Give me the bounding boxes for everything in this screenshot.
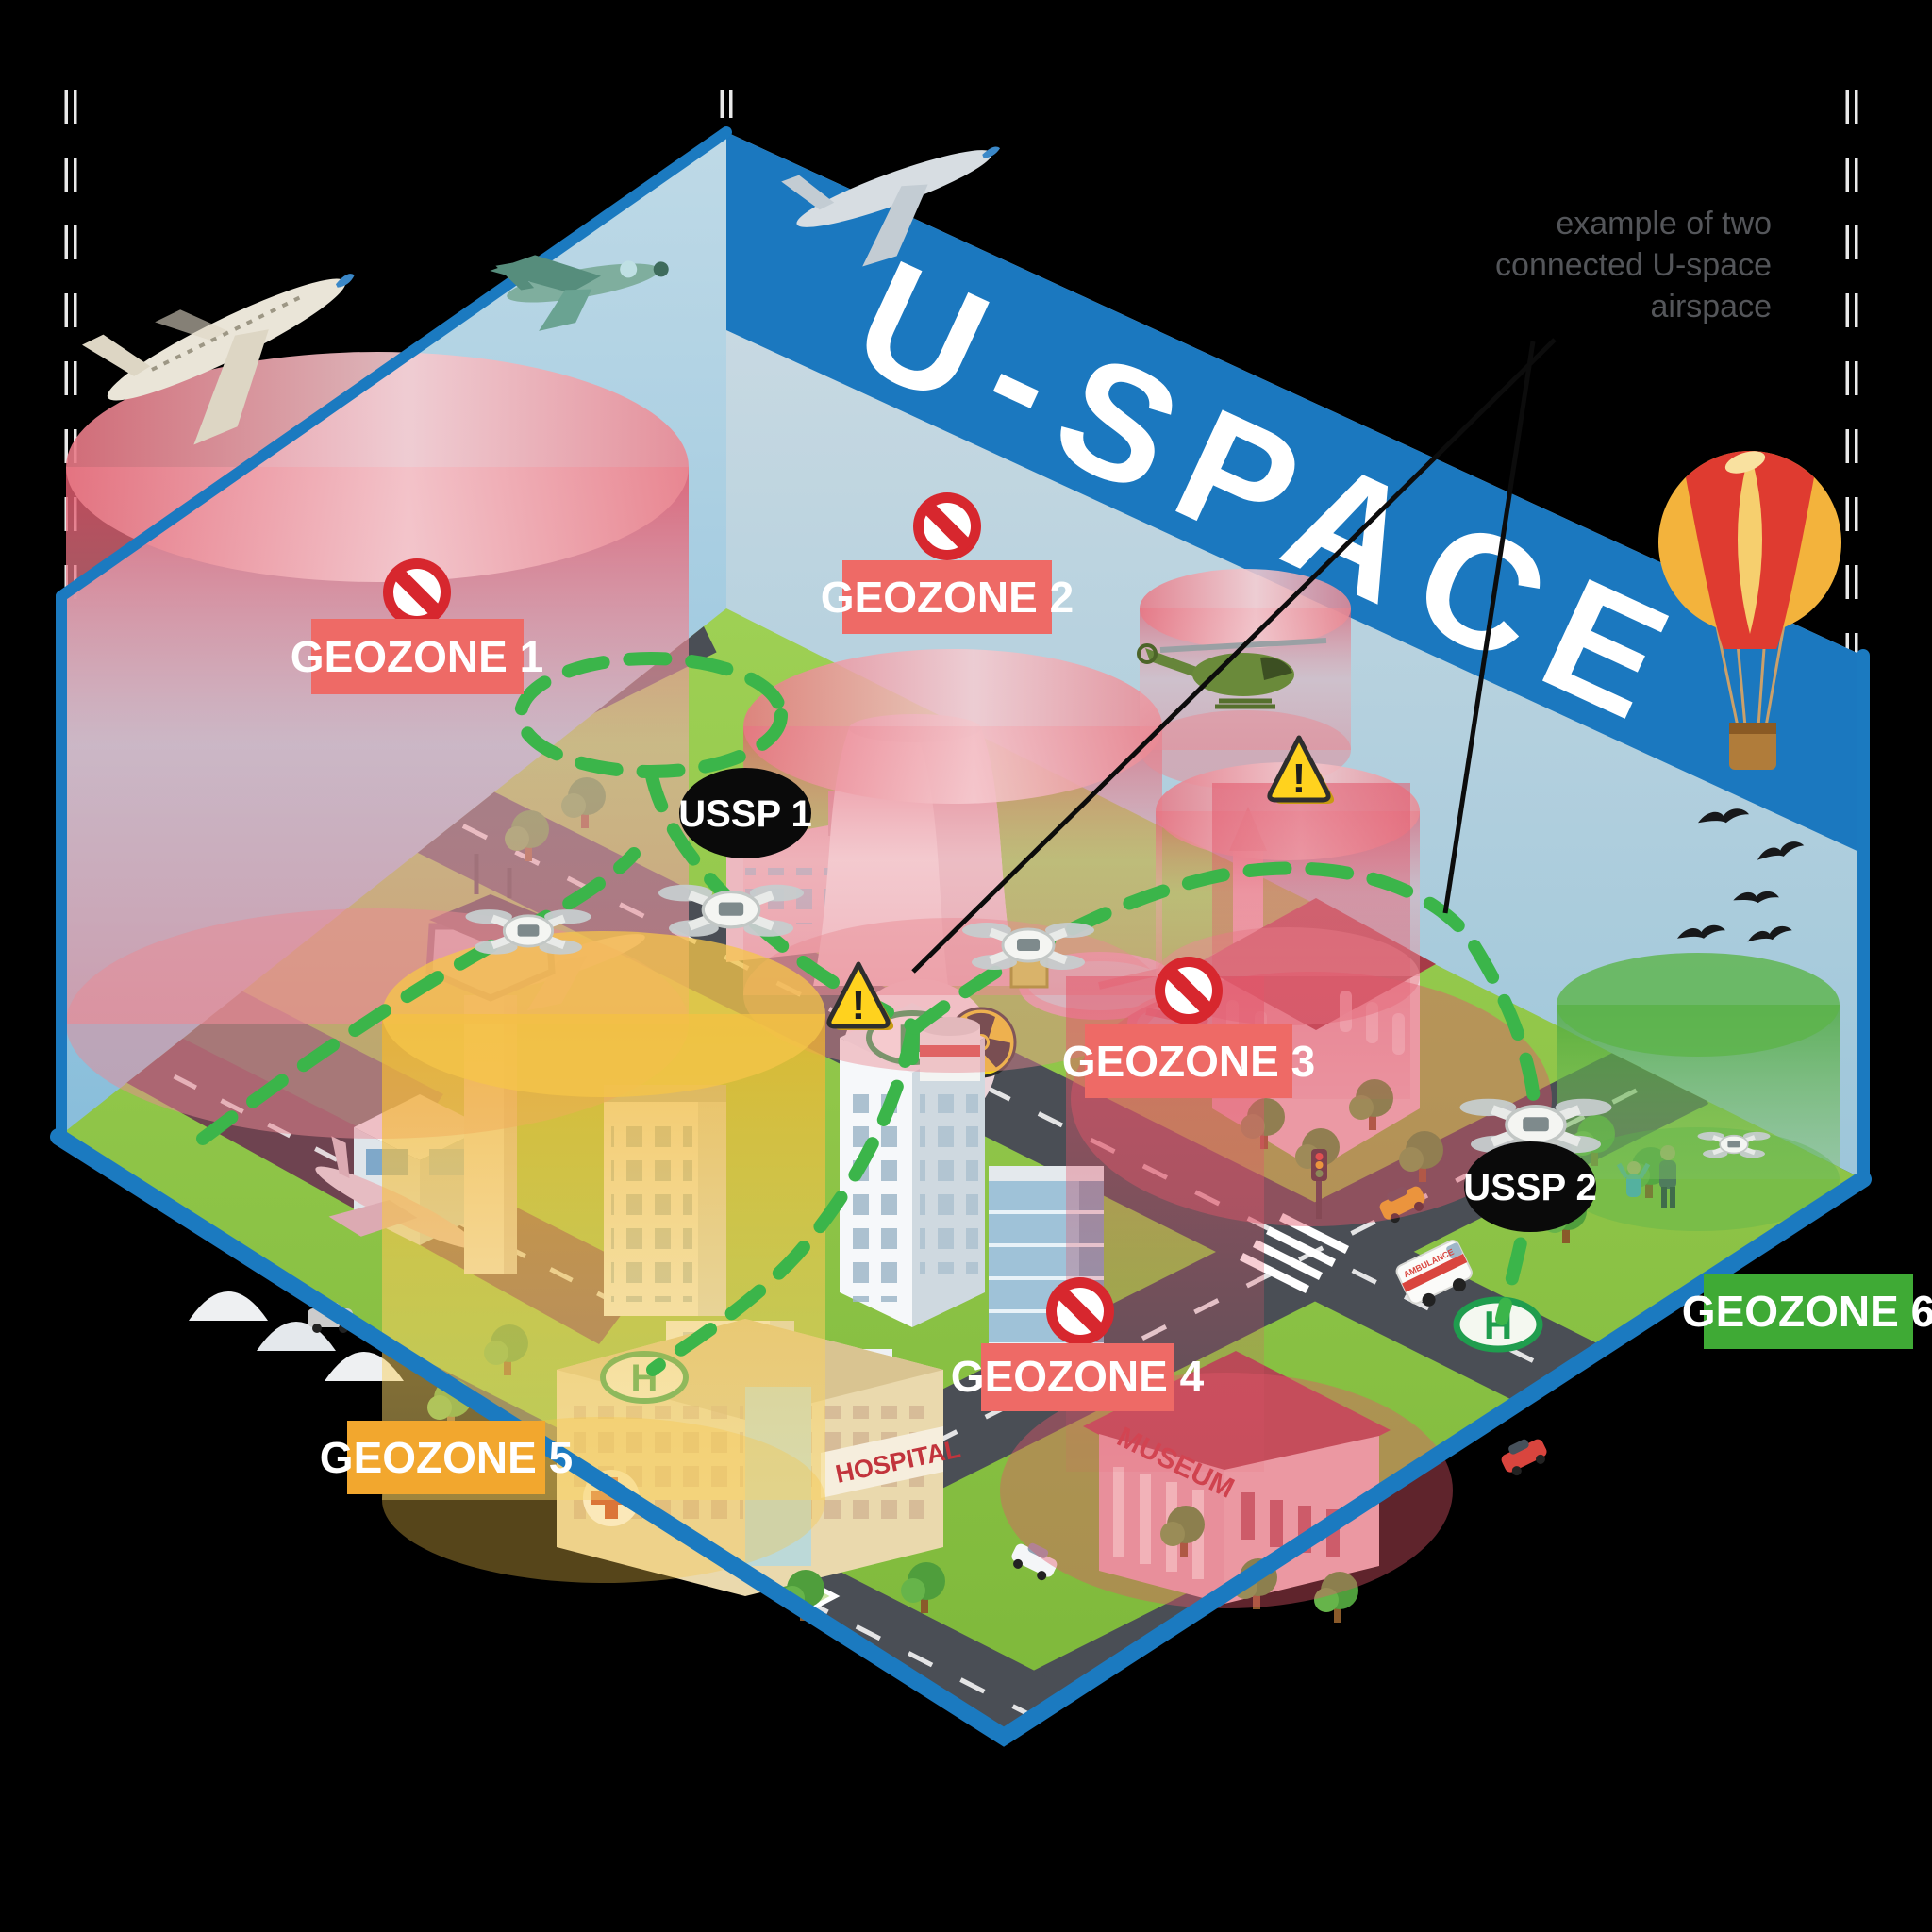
small-plane xyxy=(490,255,669,331)
leader-line-1 xyxy=(911,338,1557,974)
vehicles: AMBULANCE xyxy=(308,1149,1547,1581)
ussp1-badge: USSP 1 xyxy=(678,768,812,858)
traffic-light xyxy=(1311,1149,1327,1219)
leader-lines xyxy=(911,338,1557,974)
geozone2-label: GEOZONE 2 xyxy=(821,492,1074,634)
geozone4-label: GEOZONE 4 xyxy=(951,1277,1205,1411)
svg-text:USSP 2: USSP 2 xyxy=(1463,1167,1597,1208)
geozone6-cylinder xyxy=(1557,953,1840,1231)
no-entry-icon xyxy=(1046,1277,1114,1345)
svg-text:GEOZONE 3: GEOZONE 3 xyxy=(1062,1037,1315,1086)
geozone6-label: GEOZONE 6 xyxy=(1682,1274,1932,1349)
airliner-left xyxy=(81,274,355,445)
aircraft xyxy=(81,146,1001,445)
white-tank xyxy=(920,1017,980,1081)
flight-path-hospital xyxy=(646,1020,920,1376)
svg-text:GEOZONE 2: GEOZONE 2 xyxy=(821,573,1074,622)
annotation-line-1: example of two xyxy=(1556,206,1772,242)
svg-text:GEOZONE 5: GEOZONE 5 xyxy=(320,1433,573,1482)
leader-line-2 xyxy=(1442,341,1536,914)
svg-text:USSP 1: USSP 1 xyxy=(678,793,812,835)
drone-delivery-center xyxy=(962,923,1094,989)
no-entry-icon xyxy=(383,558,451,626)
geozone3-label: GEOZONE 3 xyxy=(1062,957,1315,1098)
geozone1-label: GEOZONE 1 xyxy=(291,558,543,694)
helicopter xyxy=(1137,638,1327,709)
ambulance: AMBULANCE xyxy=(1395,1240,1473,1307)
box-edges xyxy=(50,126,1872,1747)
svg-text:GEOZONE 4: GEOZONE 4 xyxy=(951,1352,1205,1401)
white-car xyxy=(1011,1542,1058,1581)
svg-text:GEOZONE 6: GEOZONE 6 xyxy=(1682,1287,1932,1336)
hot-air-balloon xyxy=(1658,451,1841,770)
geozone-labels: GEOZONE 1 GEOZONE 2 GEOZONE 3 GEOZONE 4 … xyxy=(291,492,1932,1494)
geozone5-label: GEOZONE 5 xyxy=(320,1421,573,1494)
annotation-text: example of two connected U-space airspac… xyxy=(1495,206,1772,325)
taxi-car xyxy=(1379,1186,1425,1224)
ussp2-badge: USSP 2 xyxy=(1463,1141,1597,1232)
no-entry-icon xyxy=(1155,957,1223,1024)
ground-helipad: H xyxy=(1453,1296,1543,1353)
no-entry-icon xyxy=(913,492,981,560)
annotation-line-2: connected U-space xyxy=(1495,247,1772,283)
red-car xyxy=(1501,1439,1547,1476)
annotation-line-3: airspace xyxy=(1650,289,1772,325)
ussp-badges: USSP 1 USSP 2 xyxy=(678,768,1597,1232)
banner xyxy=(726,132,1863,854)
svg-text:GEOZONE 1: GEOZONE 1 xyxy=(291,632,543,681)
airliner-top xyxy=(781,146,1001,267)
